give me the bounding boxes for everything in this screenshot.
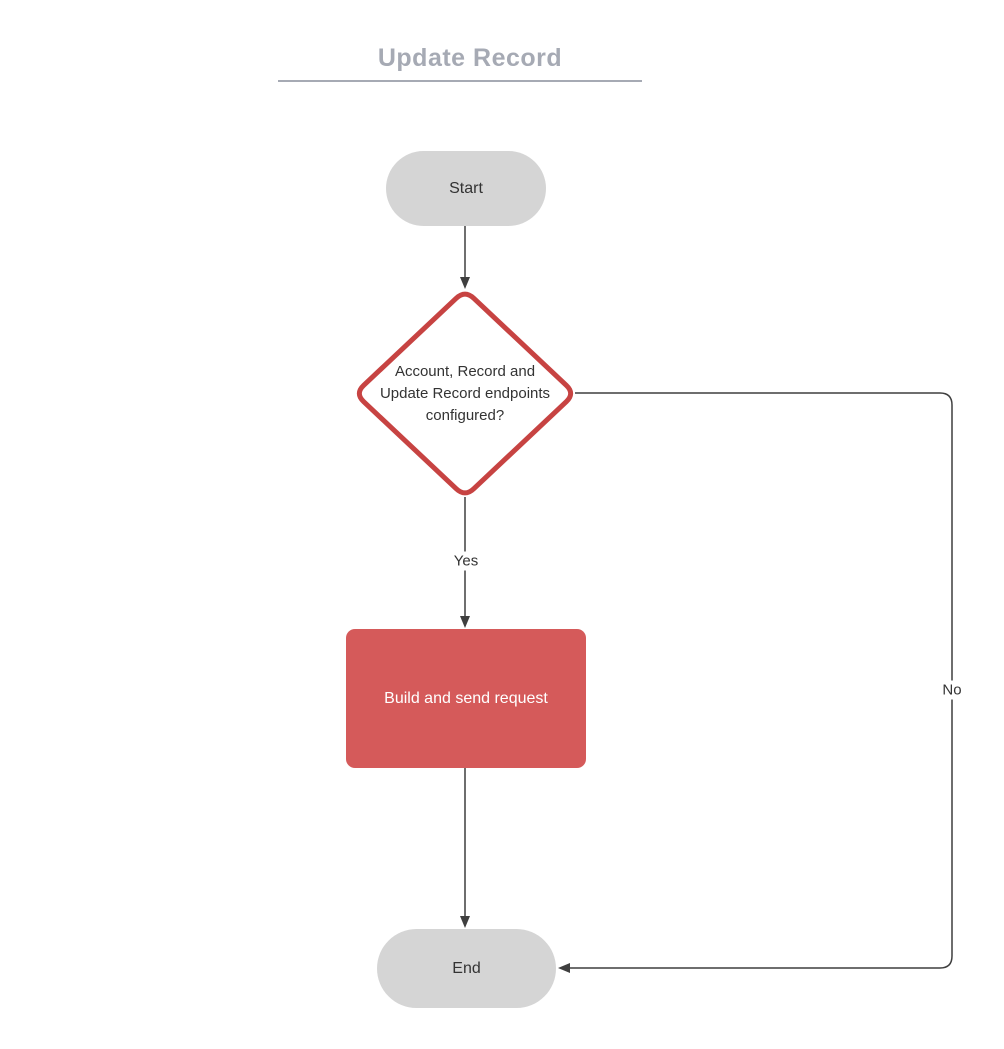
end-node[interactable] bbox=[377, 929, 556, 1008]
diagram-title: Update Record bbox=[377, 44, 563, 72]
arrowhead-down-icon bbox=[460, 616, 470, 628]
arrowhead-down-icon bbox=[460, 916, 470, 928]
edge-decision-to-end bbox=[570, 392, 953, 969]
arrowhead-down-icon bbox=[460, 277, 470, 289]
decision-node[interactable] bbox=[356, 291, 574, 496]
start-node[interactable] bbox=[386, 151, 546, 226]
arrowhead-left-icon bbox=[558, 963, 570, 973]
process-node[interactable] bbox=[346, 629, 586, 768]
